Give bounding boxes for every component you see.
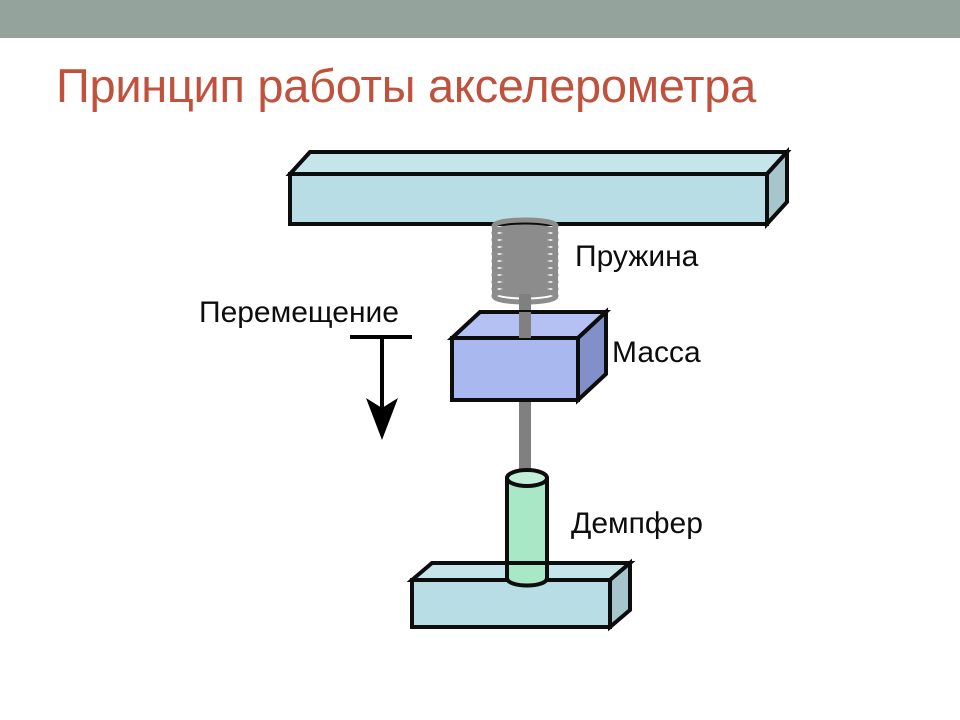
damper-top-ellipse xyxy=(505,468,549,488)
label-displacement: Перемещение xyxy=(199,296,399,329)
top-beam-top-face xyxy=(285,150,792,176)
label-spring: Пружина xyxy=(575,240,699,273)
page-title: Принцип работы акселерометра xyxy=(56,59,756,112)
connecting-rod-through-mass xyxy=(519,312,531,338)
top-beam-shape xyxy=(285,146,792,230)
top-decorative-band xyxy=(0,0,960,38)
mass-block-front-face xyxy=(450,336,580,402)
displacement-arrow-head xyxy=(366,398,398,440)
connecting-rod-lower xyxy=(519,395,531,480)
label-damper: Демпфер xyxy=(571,507,703,540)
top-beam-front-face xyxy=(288,172,769,226)
damper-foot xyxy=(505,561,549,588)
displacement-arrow-icon xyxy=(350,335,412,440)
accelerometer-diagram: Пружина Масса Демпфер Перемещение xyxy=(0,130,960,660)
label-mass: Масса xyxy=(612,336,701,369)
base-plate-front-face xyxy=(410,578,612,629)
spring-shape xyxy=(491,217,559,305)
